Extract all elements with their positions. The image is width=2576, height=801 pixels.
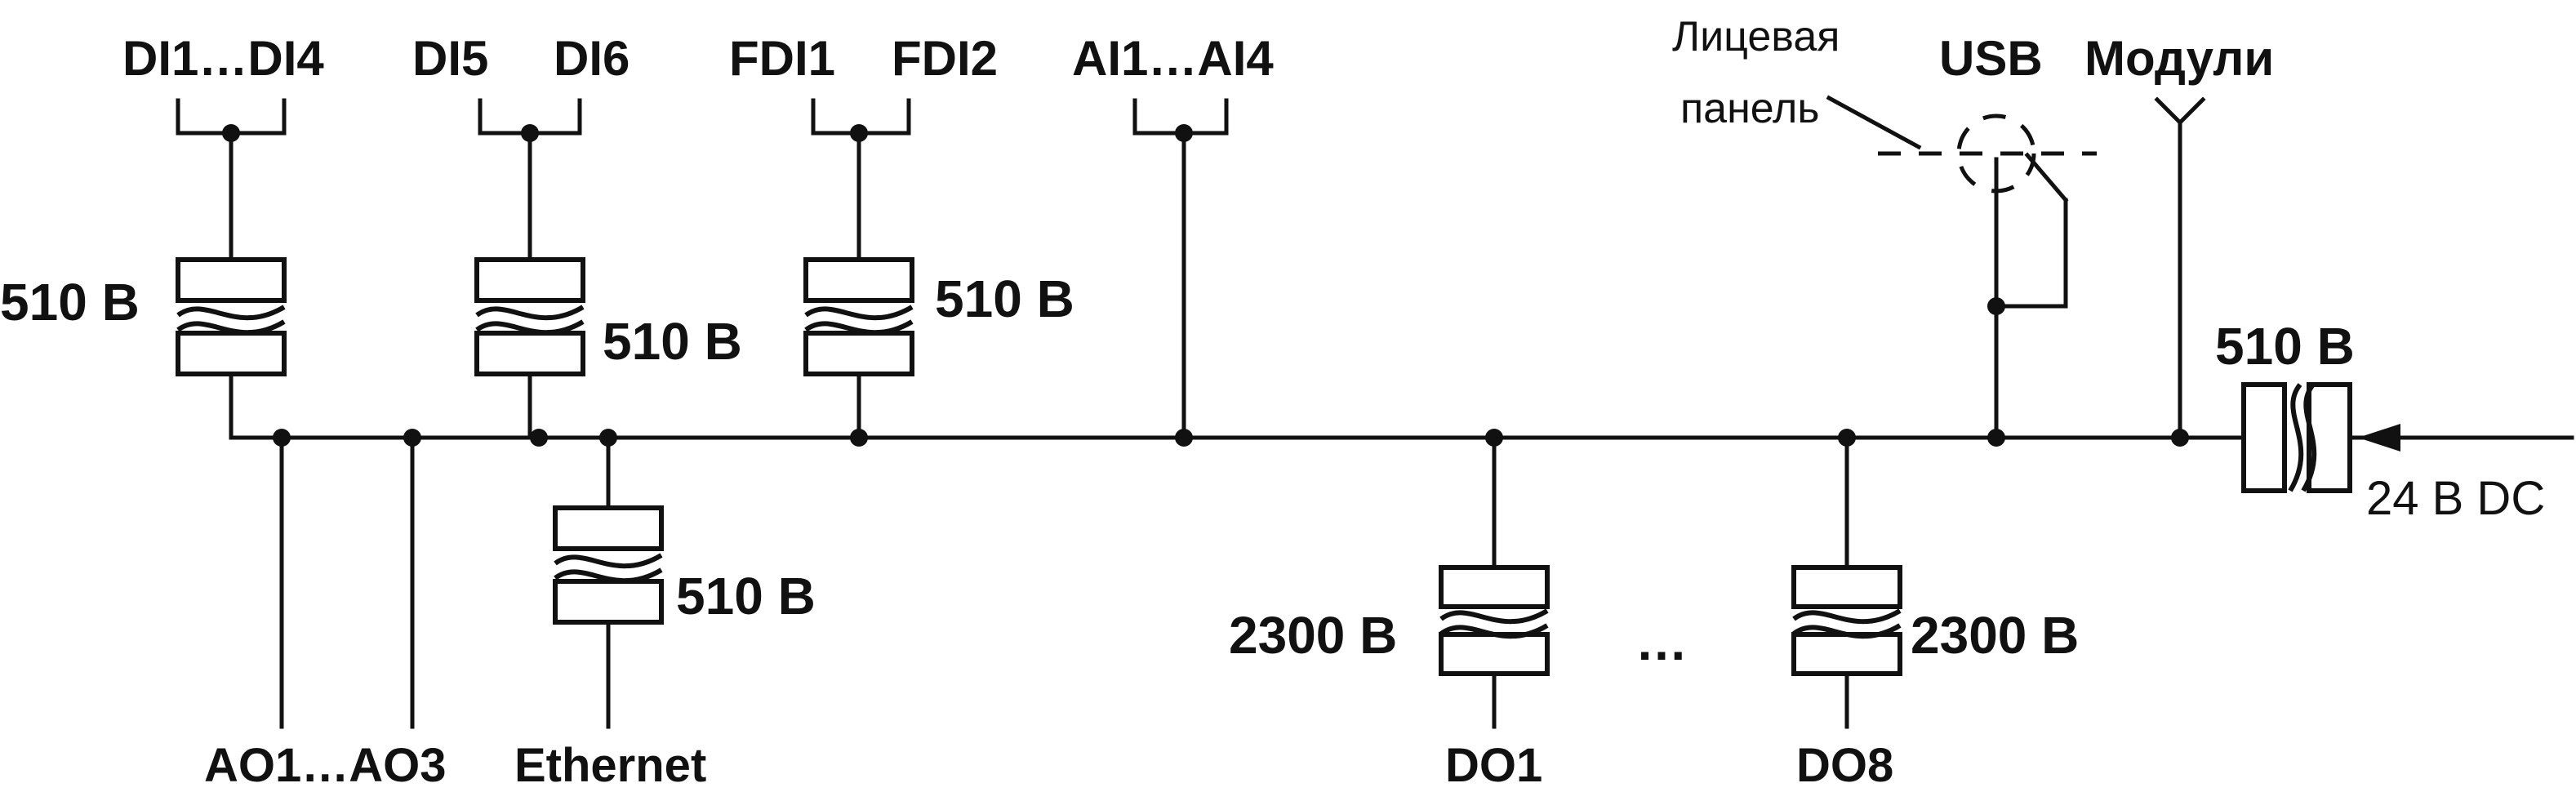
voltage-di1-di4: 510 В [0,273,140,332]
label-ellipsis: … [1635,612,1688,671]
branch-fdi [811,98,911,447]
voltage-do8: 2300 В [1911,606,2079,665]
label-modules: Модули [2084,31,2274,86]
isolation-barrier-do8 [1791,565,1902,676]
label-ai1-ai4: AI1…AI4 [1072,31,1274,86]
label-do1: DO1 [1445,739,1542,792]
branch-do1 [1485,429,1503,729]
isolation-barrier-di1-di4 [176,257,287,376]
label-di6: DI6 [554,31,630,86]
branch-usb [1826,95,2097,447]
label-di5: DI5 [412,31,488,86]
voltage-do1: 2300 В [1229,606,1397,665]
label-front-panel-1: Лицевая [1672,13,1840,60]
usb-connector-icon [1956,113,2036,194]
isolation-barrier-di5-di6 [474,257,585,376]
label-power: 24 В DC [2366,472,2545,525]
label-do8: DO8 [1796,739,1893,792]
branch-ao [273,429,421,729]
voltage-fdi: 510 В [935,269,1074,328]
voltage-di5-di6: 510 В [603,312,742,371]
isolation-barrier-do1 [1439,565,1550,676]
label-usb: USB [1939,31,2043,86]
label-di1-di4: DI1…DI4 [122,31,324,86]
branch-modules [2154,96,2206,447]
branch-ethernet [599,429,617,729]
branch-ai [1132,98,1229,447]
branch-di5-di6 [478,98,582,447]
branch-do8 [1838,429,1856,729]
isolation-barrier-power [2241,382,2352,493]
voltage-ethernet: 510 В [676,567,816,625]
front-panel-leader [1826,95,1922,150]
voltage-power: 510 В [2215,317,2355,376]
isolation-barrier-fdi [803,257,914,376]
label-ethernet: Ethernet [514,739,706,792]
branch-di1-di4 [176,98,287,440]
label-fdi2: FDI2 [892,31,998,86]
power-input-arrow [2358,424,2400,452]
label-ao1-ao3: AO1…AO3 [204,739,447,792]
label-fdi1: FDI1 [729,31,835,86]
label-front-panel-2: панель [1680,85,1819,132]
isolation-barrier-ethernet [553,505,664,625]
